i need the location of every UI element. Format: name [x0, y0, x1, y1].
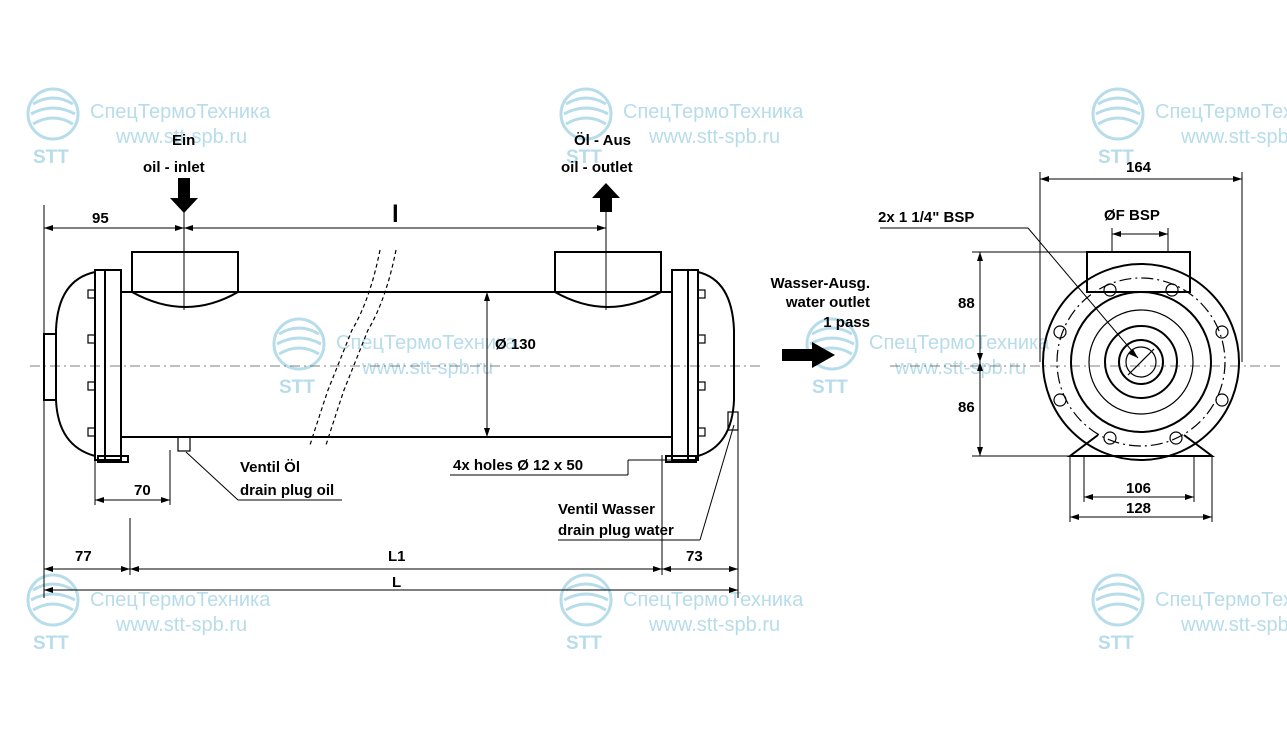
watermark-company: СпецТермоТехника: [90, 589, 271, 611]
water-outlet-arrow: [782, 342, 835, 368]
watermark-logo-top-center: [559, 87, 613, 141]
watermark-logo-bottom-left: [26, 573, 80, 627]
watermark-url: www.stt-spb.ru: [361, 357, 493, 379]
left-flange-inner: [104, 269, 122, 461]
left-end-cap: [55, 271, 96, 457]
left-flange-outer: [94, 269, 106, 461]
watermark-url: www.stt-spb.ru: [1180, 614, 1287, 636]
left-foot: [97, 455, 129, 463]
watermark-logo-text: STT: [812, 377, 848, 398]
dim-L: L: [392, 574, 401, 591]
drain-water-label-de: Ventil Wasser: [558, 501, 655, 518]
watermark-logo-text: STT: [1098, 633, 1134, 654]
left-flange-bolts: [87, 289, 96, 437]
watermark-url: www.stt-spb.ru: [115, 614, 247, 636]
oil-outlet-label-en: oil - outlet: [561, 159, 633, 176]
dim-70: 70: [134, 482, 151, 499]
right-foot: [665, 455, 697, 463]
oil-inlet-dome: [131, 251, 239, 308]
side-view: [30, 178, 760, 598]
watermark-url: www.stt-spb.ru: [648, 614, 780, 636]
watermark-logo-text: STT: [1098, 147, 1134, 168]
right-flange-bolts: [697, 289, 706, 437]
oil-outlet-label-de: Öl - Aus: [574, 132, 631, 149]
water-outlet-label-en: water outlet: [785, 294, 870, 311]
break-line: [325, 249, 397, 446]
end-view: [880, 172, 1280, 522]
right-flange-inner: [671, 269, 689, 461]
dim-L1: L1: [388, 548, 406, 565]
watermark-company: СпецТермоТехника: [1155, 589, 1287, 611]
dim-88: 88: [958, 295, 975, 312]
right-flange-outer: [687, 269, 699, 461]
watermark-url: www.stt-spb.ru: [115, 126, 247, 148]
oil-drain-plug: [177, 436, 191, 452]
watermark-logo-bottom-right: [1091, 573, 1145, 627]
watermark-logo-bottom-center: [559, 573, 613, 627]
port-outer: [1118, 339, 1164, 385]
watermark-company: СпецТермоТехника: [869, 332, 1050, 354]
water-outlet-label-de: Wasser-Ausg.: [771, 275, 870, 292]
watermark-company: СпецТермоТехника: [623, 101, 804, 123]
watermark-company: СпецТермоТехника: [336, 332, 517, 354]
oil-inlet-label-en: oil - inlet: [143, 159, 205, 176]
watermark-logo-middle-right: [805, 317, 859, 371]
oil-inlet-arrow: [170, 178, 198, 213]
inner-circle: [1088, 309, 1194, 415]
dim-106: 106: [1126, 480, 1151, 497]
watermark-logo-top-right: [1091, 87, 1145, 141]
water-pass-label: 1 pass: [823, 314, 870, 331]
dim-73: 73: [686, 548, 703, 565]
water-connection-label: 2x 1 1/4" BSP: [878, 209, 974, 226]
watermark-logo-text: STT: [279, 377, 315, 398]
flange-outer: [1042, 263, 1240, 461]
watermark-url: www.stt-spb.ru: [648, 126, 780, 148]
watermark-company: СпецТермоТехника: [90, 101, 271, 123]
dim-128: 128: [1126, 500, 1151, 517]
oil-outlet-dome: [554, 251, 662, 308]
oil-outlet-arrow: [592, 183, 620, 212]
dim-77: 77: [75, 548, 92, 565]
watermark-logo-text: STT: [33, 147, 69, 168]
dim-diameter-130: Ø 130: [495, 336, 536, 353]
end-foot: [1067, 434, 1215, 457]
watermark-logo-text: STT: [33, 633, 69, 654]
oil-connection-label: ØF BSP: [1104, 207, 1160, 224]
drain-water-label-en: drain plug water: [558, 522, 674, 539]
port-inner: [1125, 346, 1157, 378]
drain-oil-label-en: drain plug oil: [240, 482, 334, 499]
watermark-logo-text: STT: [566, 147, 602, 168]
bolt-circle: [1056, 277, 1226, 447]
watermark-logo-middle-left: [272, 317, 326, 371]
dim-86: 86: [958, 399, 975, 416]
dim-l: l: [392, 201, 399, 228]
hub-circle: [1104, 325, 1178, 399]
watermark-company: СпецТермоТехника: [623, 589, 804, 611]
break-line: [309, 249, 381, 446]
watermark-logo-top-left: [26, 87, 80, 141]
watermark-logo-text: STT: [566, 633, 602, 654]
flange-bolt-holes: [1053, 283, 1229, 445]
left-nozzle: [43, 333, 57, 401]
right-end-cap: [697, 271, 735, 457]
holes-label: 4x holes Ø 12 x 50: [453, 457, 583, 474]
oil-inlet-label-de: Ein: [172, 132, 195, 149]
drain-oil-label-de: Ventil Öl: [240, 459, 300, 476]
watermark-url: www.stt-spb.ru: [1180, 126, 1287, 148]
dim-164: 164: [1126, 159, 1152, 176]
dim-95: 95: [92, 210, 109, 227]
shell-circle: [1070, 291, 1212, 433]
watermark-company: СпецТермоТехника: [1155, 101, 1287, 123]
watermark-url: www.stt-spb.ru: [894, 357, 1026, 379]
